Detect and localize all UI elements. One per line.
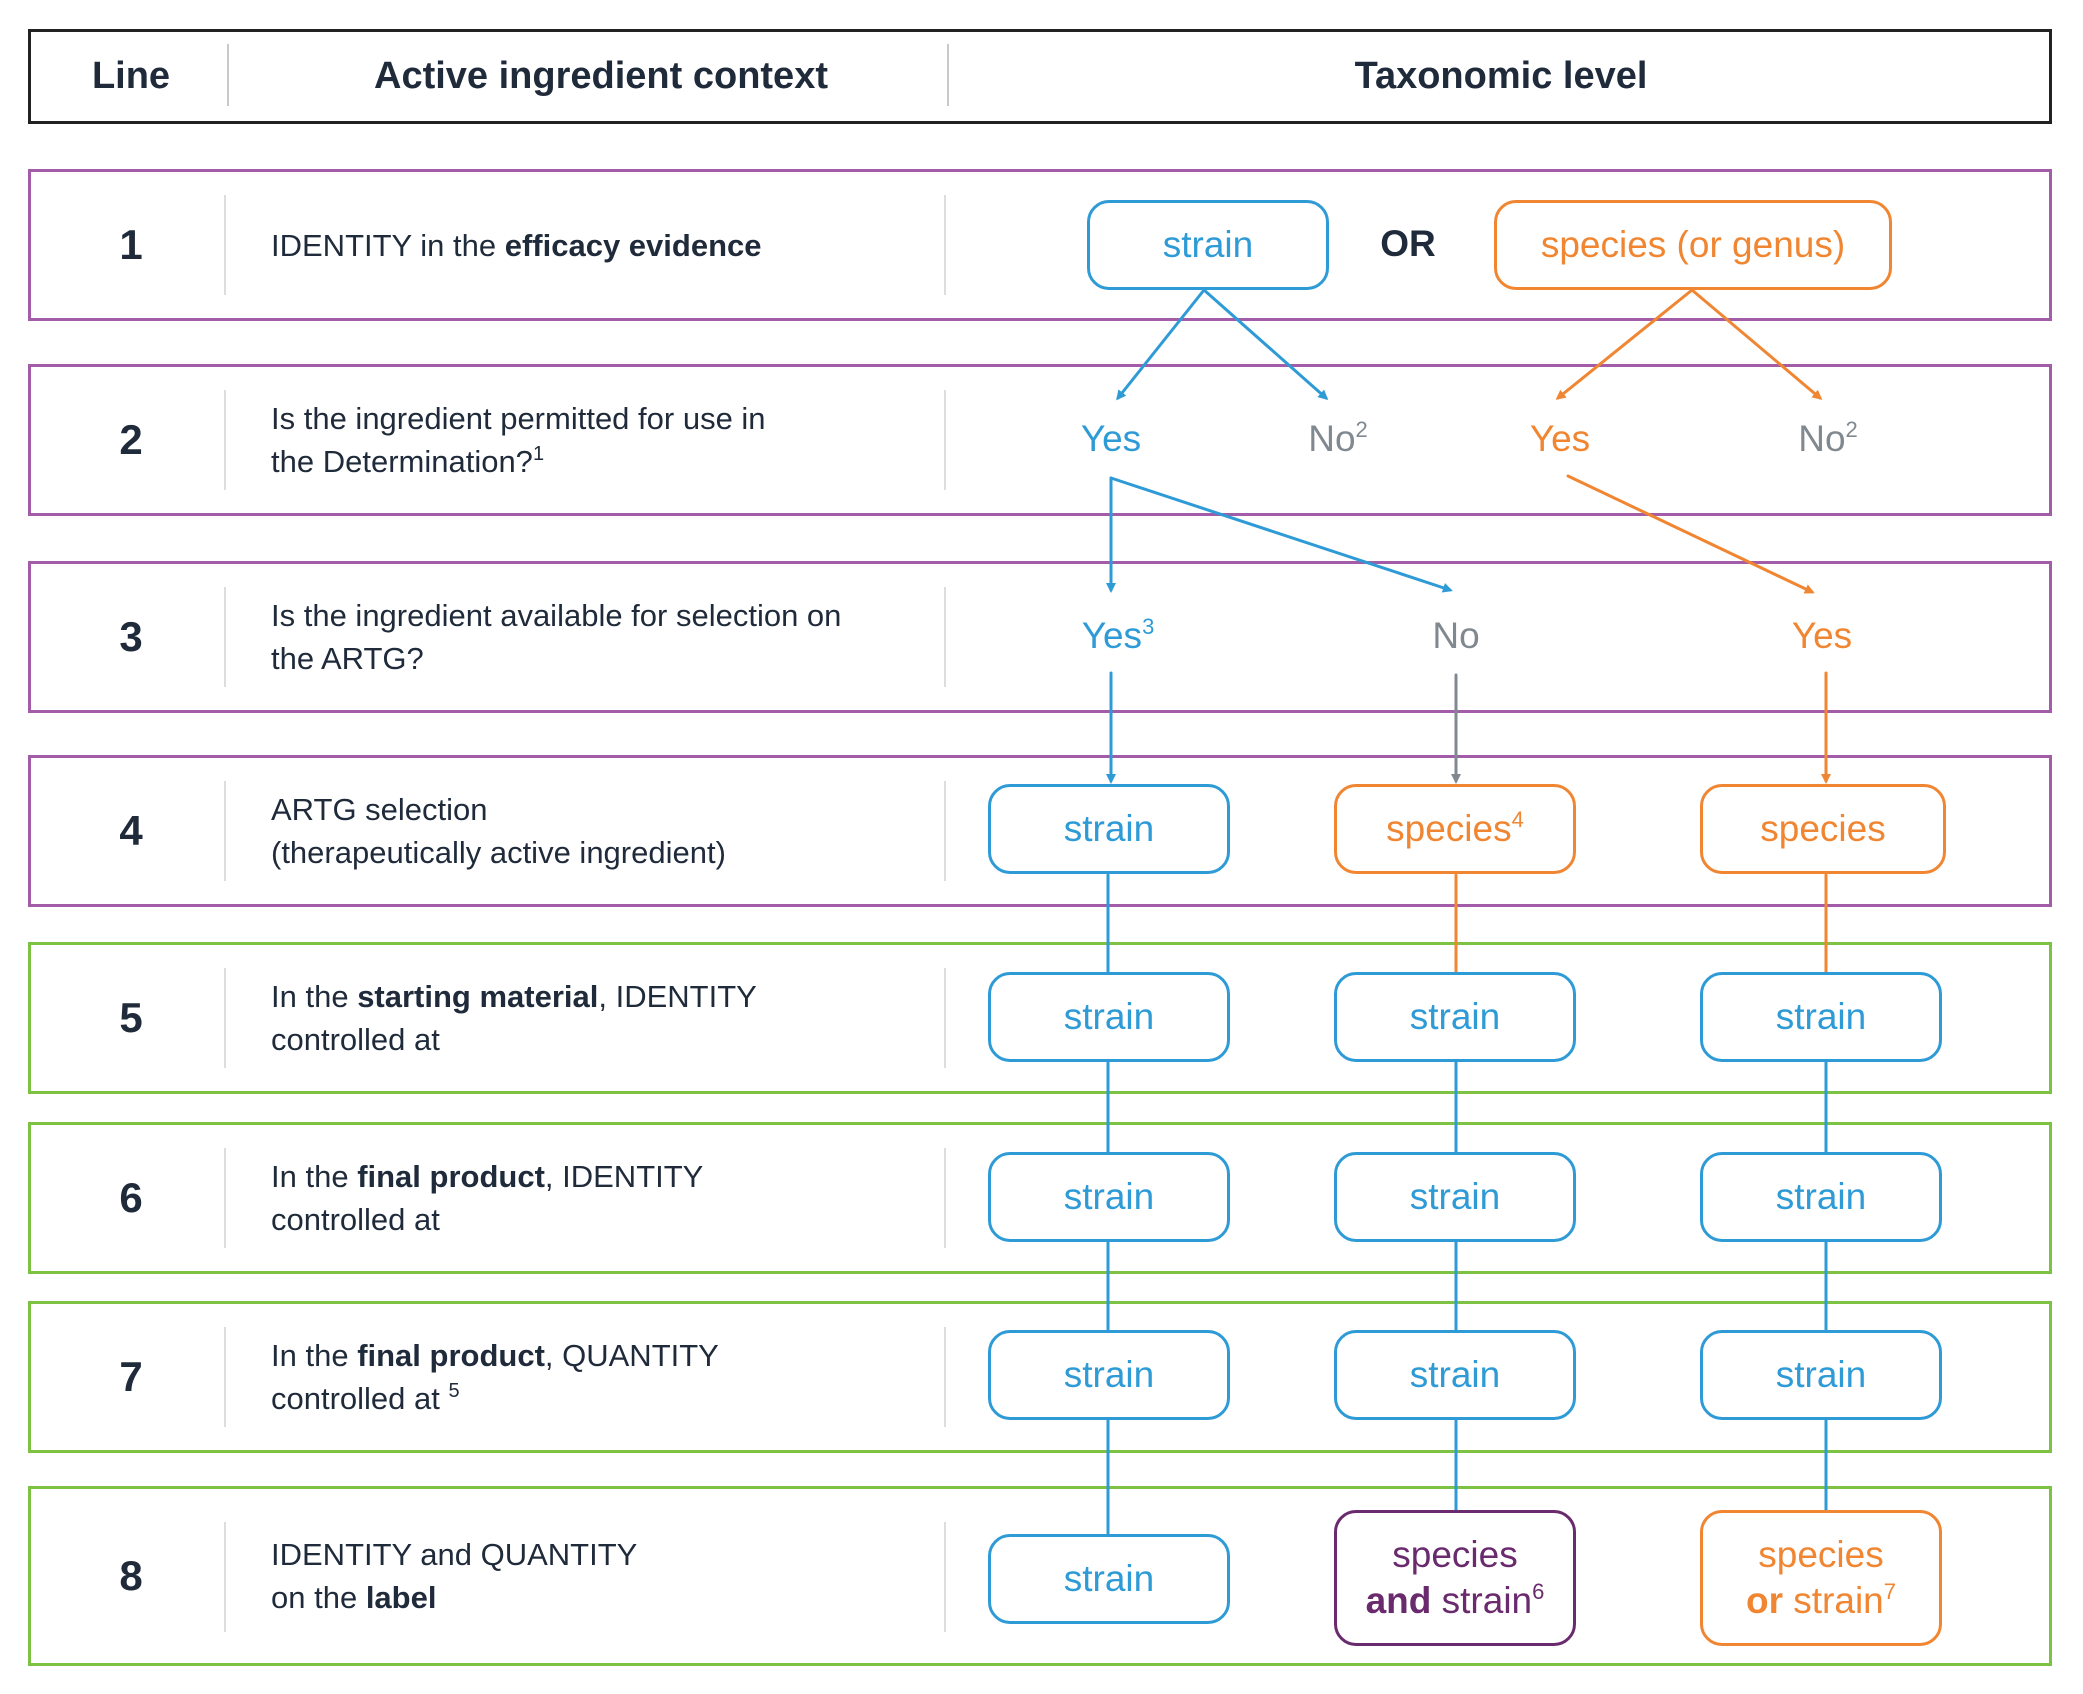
header-divider (947, 44, 949, 106)
line3-yes-species: Yes (1791, 615, 1853, 656)
arrow-yes-to-no3 (1109, 476, 1453, 593)
node-label-species-and-strain: species and strain6 (1334, 1510, 1576, 1646)
node-starting-strain-col2: strain (1334, 972, 1576, 1062)
row-number: 7 (119, 1353, 143, 1400)
node-final-quantity-col1: strain (988, 1330, 1230, 1420)
node-strain-evidence: strain (1087, 200, 1329, 290)
table-header: Line Active ingredient context Taxonomic… (28, 29, 2052, 124)
header-line: Line (91, 55, 171, 97)
node-final-quantity-col2: strain (1334, 1330, 1576, 1420)
line2-yes-strain: Yes (1080, 418, 1142, 459)
node-artg-species: species (1700, 784, 1946, 874)
node-starting-strain-col1: strain (988, 972, 1230, 1062)
column-divider (224, 968, 226, 1068)
header-taxonomic-level: Taxonomic level (1354, 55, 1648, 97)
row-3: 3 Is the ingredient available for select… (28, 561, 2052, 713)
node-species-genus-evidence: species (or genus) (1494, 200, 1892, 290)
row-number: 1 (119, 221, 143, 268)
column-divider (944, 1522, 946, 1632)
node-label-species-or-strain: species or strain7 (1700, 1510, 1942, 1646)
node-final-quantity-col3: strain (1700, 1330, 1942, 1420)
line2-no-strain: No2 (1308, 417, 1368, 459)
row-2: 2 Is the ingredient permitted for use in… (28, 364, 2052, 516)
row-context: ARTG selection (therapeutically active i… (271, 792, 726, 870)
row-number: 5 (119, 994, 143, 1041)
header-context: Active ingredient context (374, 55, 828, 97)
arrow-species-to-yes (1555, 288, 1694, 400)
row-number: 8 (119, 1552, 143, 1599)
column-divider (944, 1148, 946, 1248)
node-final-identity-col3: strain (1700, 1152, 1942, 1242)
header-divider (227, 44, 229, 106)
column-divider (224, 390, 226, 490)
column-divider (224, 1522, 226, 1632)
column-divider (944, 968, 946, 1068)
arrow-strain-to-yes (1116, 288, 1206, 401)
row-number: 3 (119, 613, 143, 660)
column-divider (224, 1327, 226, 1427)
row-context: IDENTITY in the efficacy evidence (271, 227, 762, 263)
or-label: OR (1380, 223, 1436, 264)
column-divider (944, 195, 946, 295)
row-context: In the final product, IDENTITY controlle… (271, 1159, 704, 1237)
node-artg-species-4: species4 (1334, 784, 1576, 874)
line2-no-species: No2 (1798, 417, 1858, 459)
line3-yes-strain: Yes3 (1081, 614, 1155, 656)
line2-yes-species: Yes (1529, 418, 1591, 459)
row-number: 4 (119, 807, 143, 854)
node-label-strain: strain (988, 1534, 1230, 1624)
column-divider (224, 781, 226, 881)
column-divider (944, 1327, 946, 1427)
column-divider (944, 587, 946, 687)
column-divider (224, 587, 226, 687)
column-divider (944, 781, 946, 881)
node-final-identity-col1: strain (988, 1152, 1230, 1242)
column-divider (224, 195, 226, 295)
node-starting-strain-col3: strain (1700, 972, 1942, 1062)
column-divider (944, 390, 946, 490)
node-artg-strain: strain (988, 784, 1230, 874)
row-context: IDENTITY and QUANTITY on the label (271, 1537, 638, 1615)
row-number: 6 (119, 1174, 143, 1221)
column-divider (224, 1148, 226, 1248)
arrow-species-to-no (1690, 288, 1823, 400)
row-context: In the starting material, IDENTITY contr… (271, 979, 757, 1057)
row-context: In the final product, QUANTITY controlle… (271, 1338, 719, 1416)
line3-no: No (1432, 615, 1480, 656)
arrow-yes-orange-to-yes3 (1566, 474, 1815, 594)
row-context: Is the ingredient permitted for use in t… (271, 401, 766, 479)
row-context: Is the ingredient available for selectio… (271, 598, 842, 676)
row-number: 2 (119, 416, 143, 463)
node-final-identity-col2: strain (1334, 1152, 1576, 1242)
arrow-strain-to-no (1202, 288, 1329, 400)
